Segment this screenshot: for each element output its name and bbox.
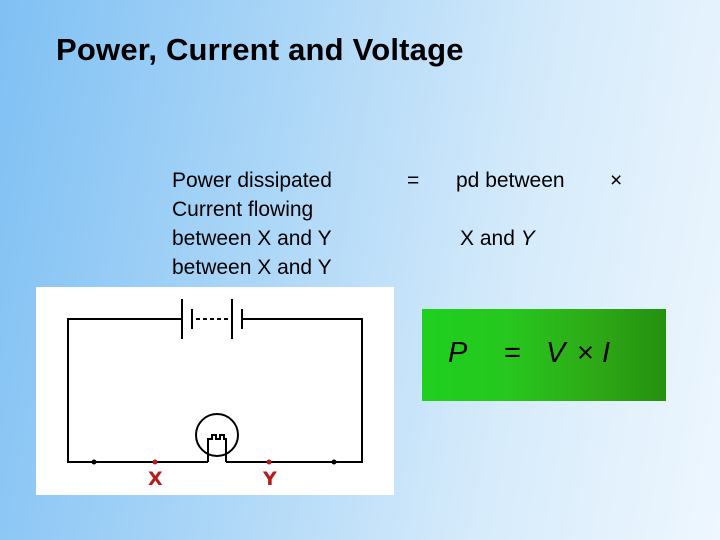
text-line-between-xy-2: between X and Y (172, 256, 332, 279)
formula-v: V (546, 337, 566, 369)
circuit-diagram: X Y (67, 299, 363, 490)
x-and-y-text: X and Y (460, 224, 535, 253)
text-line-current-flowing: Current flowing (172, 198, 314, 221)
label-y: Y (262, 468, 277, 490)
wire-top-right (226, 318, 363, 463)
left-text-block: Power dissipated Current flowing between… (172, 166, 332, 282)
y-italic: Y (520, 227, 535, 250)
circuit-diagram-panel: X Y (36, 287, 394, 495)
formula-equals: = (504, 337, 521, 369)
formula-times: × (577, 337, 594, 369)
wire-top-left (67, 318, 208, 463)
point-y-dot (266, 459, 272, 465)
equals-sign: = (407, 169, 420, 192)
junction-left-dot (91, 459, 97, 465)
label-x: X (148, 468, 163, 490)
formula-i: I (602, 337, 611, 369)
lamp-bulb-icon (195, 413, 239, 457)
x-and-prefix: X and (460, 227, 521, 250)
formula-p: P (448, 337, 468, 369)
text-line-between-xy-1: between X and Y (172, 227, 332, 250)
times-sign: × (610, 169, 623, 192)
text-line-power-dissipated: Power dissipated (172, 169, 332, 192)
slide-title: Power, Current and Voltage (56, 32, 464, 67)
junction-right-dot (331, 459, 337, 465)
pd-between-text: pd between (456, 169, 565, 192)
lamp-filament (207, 434, 227, 462)
point-x-dot (152, 459, 158, 465)
formula-box: P = V × I (422, 309, 666, 401)
